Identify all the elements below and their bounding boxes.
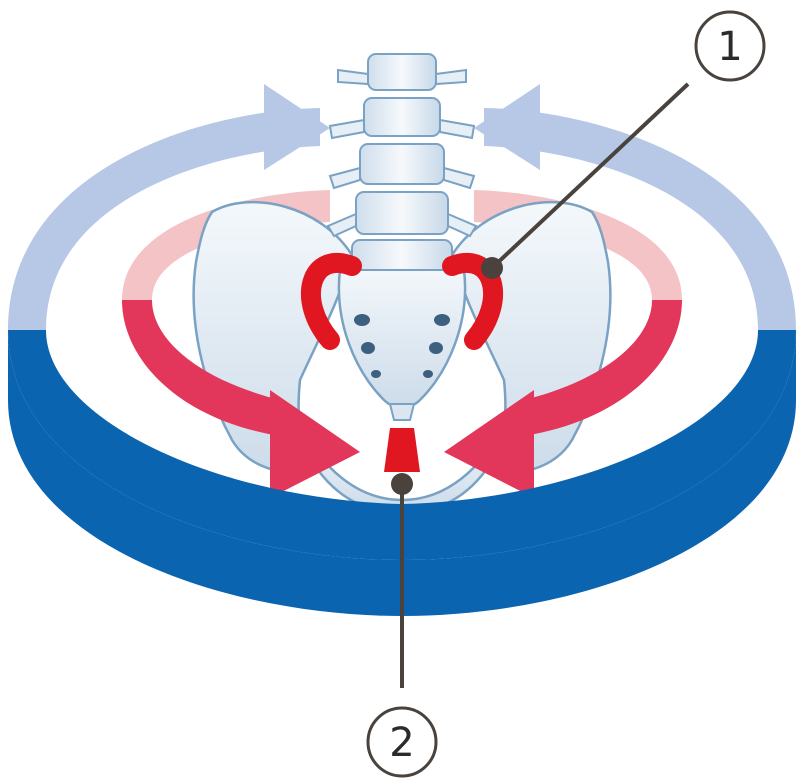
callout-1: 1 [481, 10, 766, 279]
outer-arrowhead-left-icon [264, 84, 330, 170]
callout-2-number: 2 [389, 720, 414, 766]
outer-arrowhead-right-icon [474, 84, 540, 170]
callout-1-number: 1 [717, 24, 742, 70]
callout-2: 2 [366, 473, 438, 778]
inner-arrowhead-left-icon [270, 390, 360, 498]
sacrum [337, 262, 467, 409]
outer-band-front [8, 330, 796, 616]
inner-band-front [122, 300, 682, 498]
pubic-symphysis [384, 428, 420, 472]
callout-2-anchor-dot [391, 473, 413, 495]
outer-band-back [8, 84, 796, 330]
left-sacroiliac-joint [300, 253, 362, 350]
callout-2-circle [366, 706, 438, 778]
callout-1-anchor-dot [481, 257, 503, 279]
sacral-foramina [354, 314, 450, 378]
right-sacroiliac-joint [442, 253, 504, 350]
coccyx [388, 403, 416, 421]
inner-arrowhead-right-icon [444, 390, 534, 498]
callout-1-circle [694, 10, 766, 82]
highlighted-joints [300, 253, 504, 472]
lumbar-spine [326, 53, 478, 271]
callout-1-leader [490, 82, 690, 270]
